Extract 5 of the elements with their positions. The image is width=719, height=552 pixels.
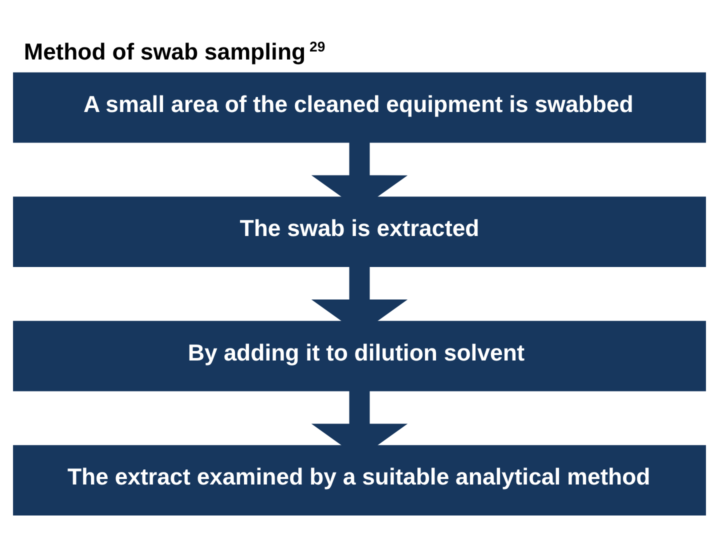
diagram-title: Method of swab sampling$^{29}$ xyxy=(24,38,326,64)
node-box: The extract examined by a suitable analytical method xyxy=(13,445,706,516)
node-box: The swab is extracted xyxy=(13,196,706,268)
node-box: A small area of the cleaned equipment is swabbed xyxy=(13,72,706,143)
node-box: By adding it to dilution solvent xyxy=(13,320,706,392)
